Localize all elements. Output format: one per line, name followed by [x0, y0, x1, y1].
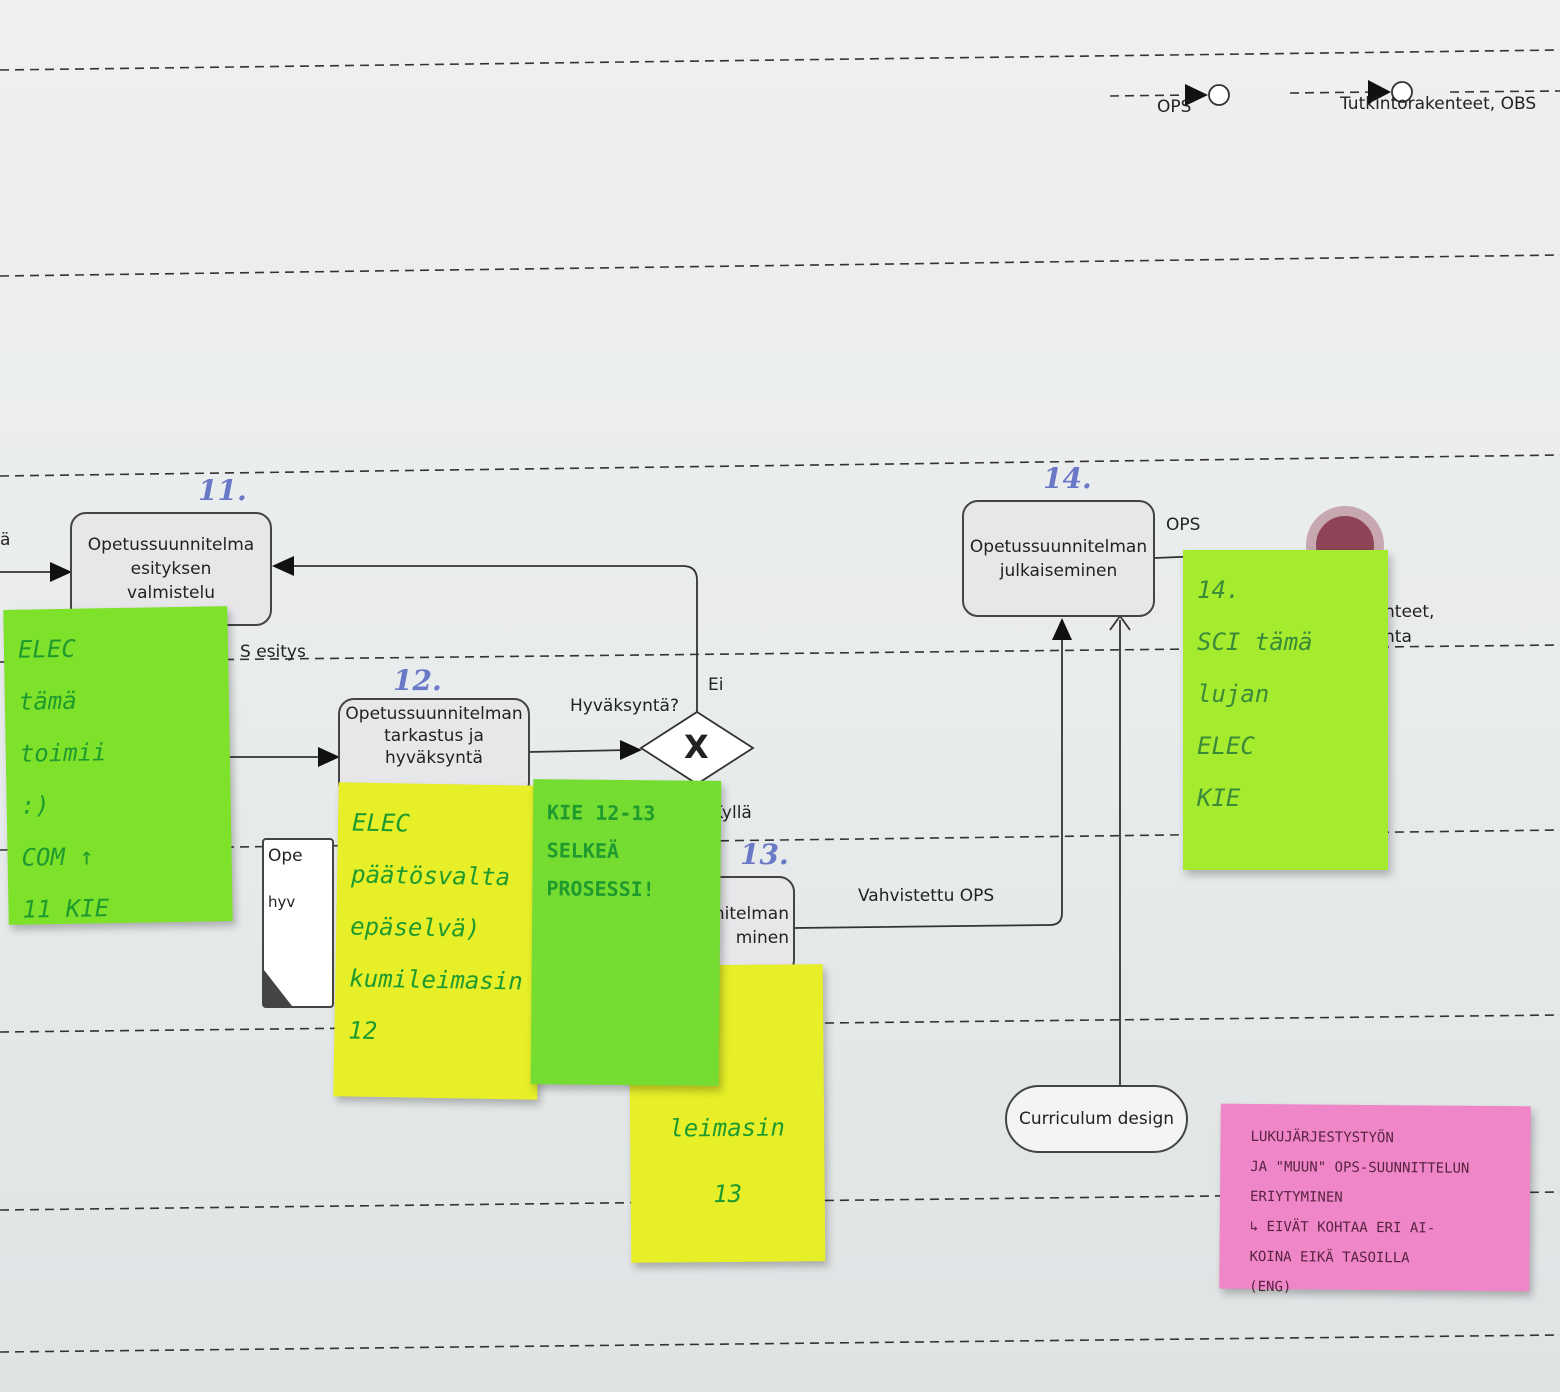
task-label: tarkastus ja: [384, 726, 484, 746]
tutkinto-label: Tutkintorakenteet, OBS: [1340, 94, 1537, 114]
ops-top-label: OPS: [1157, 97, 1192, 117]
sticky-note-elec-11[interactable]: ELEC tämä toimii :) COM ↑ 11 KIE: [3, 606, 233, 925]
task-label: julkaiseminen: [999, 560, 1118, 581]
task-12-number: 12.: [393, 664, 442, 697]
ops-flow-label: OPS: [1166, 515, 1201, 535]
task-label: hyv: [268, 893, 296, 911]
vahvistettu-label: Vahvistettu OPS: [858, 886, 995, 906]
task-14-number: 14.: [1043, 462, 1092, 495]
end-label-2: nta: [1384, 627, 1412, 647]
task-13-number: 13.: [740, 838, 789, 871]
subprocess-marker-icon: [264, 970, 292, 1006]
task-label: nitelman: [713, 904, 789, 924]
left-edge-label: ä: [0, 530, 11, 550]
task-label: hyväksyntä: [385, 748, 483, 768]
task-11-number: 11.: [198, 474, 247, 507]
sticky-note-elec-12[interactable]: ELEC päätösvalta epäselvä) kumileimasin …: [333, 782, 543, 1100]
esitys-label: S esitys: [240, 642, 306, 662]
partial-task-box[interactable]: Ope hyv: [262, 838, 334, 1008]
gateway-x-icon: X: [684, 728, 709, 766]
curriculum-design-label: Curriculum design: [1018, 1109, 1175, 1129]
task-label: Opetussuunnitelman: [969, 536, 1148, 557]
end-label-1: nteet,: [1384, 602, 1435, 622]
gateway-no-label: Ei: [708, 675, 724, 695]
task-label: minen: [735, 928, 789, 948]
task-label: esityksen: [130, 559, 212, 579]
curriculum-design-node[interactable]: Curriculum design: [1005, 1085, 1188, 1153]
gateway-yes-label: Kyllä: [712, 803, 752, 823]
task-label: Opetussuunnitelman: [345, 704, 523, 724]
task-14-box[interactable]: Opetussuunnitelman julkaiseminen: [962, 500, 1155, 617]
task-label: Ope: [268, 846, 303, 866]
sticky-note-14[interactable]: 14. SCI tämä lujan ELEC KIE: [1183, 550, 1388, 870]
sticky-note-eng[interactable]: LUKUJÄRJESTYSTYÖN JA "MUUN" OPS-SUUNNITT…: [1219, 1103, 1531, 1295]
task-label: Opetussuunnitelma: [87, 535, 255, 555]
task-label: valmistelu: [127, 583, 215, 603]
top-event-circle: [1208, 84, 1230, 106]
gateway-question: Hyväksyntä?: [570, 696, 679, 716]
sticky-note-kie-12-13[interactable]: KIE 12-13 SELKEÄ PROSESSI!: [530, 779, 722, 1086]
